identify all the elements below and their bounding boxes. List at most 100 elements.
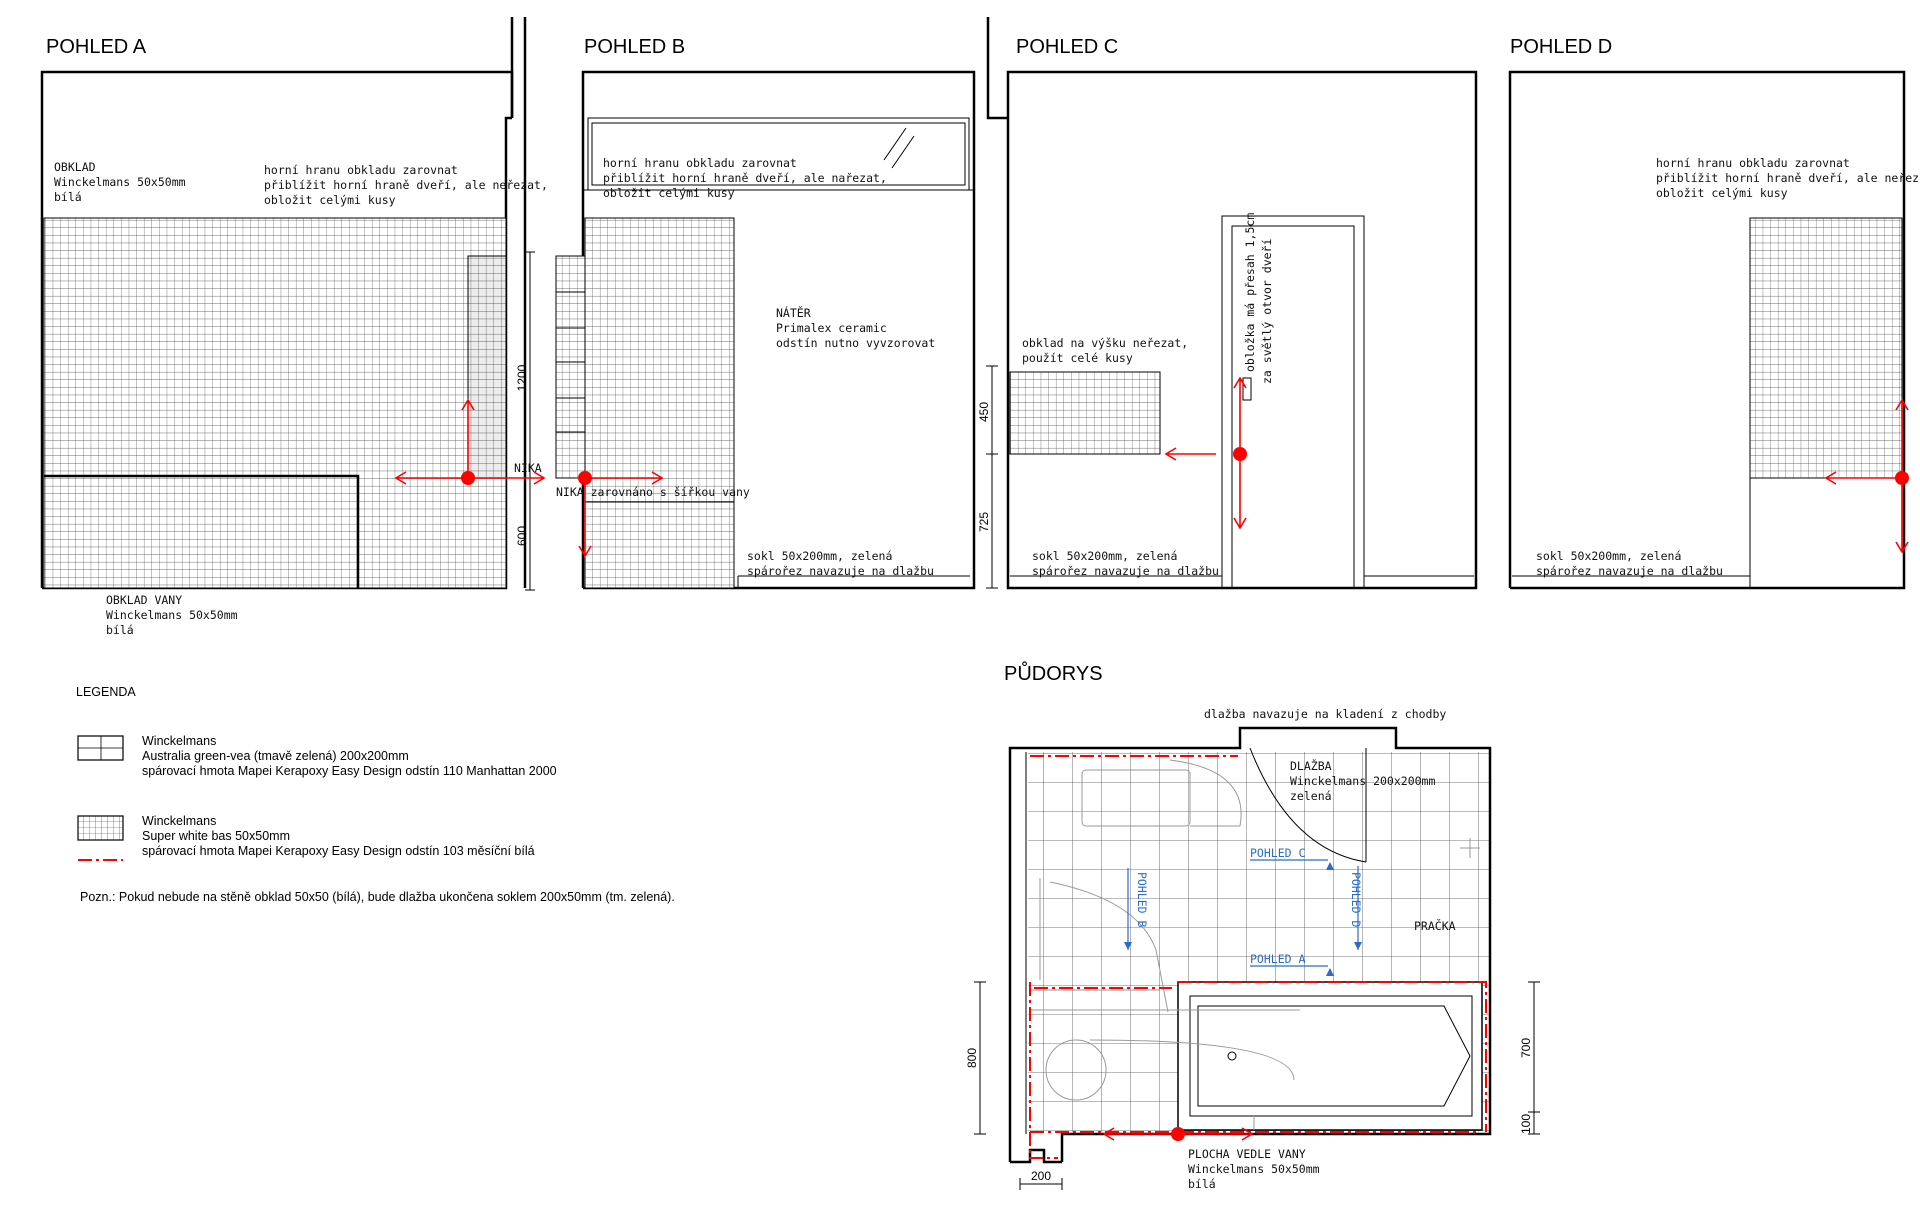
- view-a-wall-tiling: [43, 217, 507, 589]
- view-b: POHLED B horní hranu obkladu zarovnat př…: [555, 36, 976, 590]
- view-d-start-point: [1895, 471, 1909, 485]
- view-a-door-jamb: [510, 17, 527, 588]
- view-b-paint-line-2: Primalex ceramic: [776, 321, 887, 335]
- view-c-base-line-2: spárořez navazuje na dlažbu: [1032, 564, 1219, 578]
- plan-dim-right-line: [1528, 981, 1540, 1135]
- legend-swatch-small-tile: [77, 815, 124, 841]
- view-c-base-line-1: sokl 50x200mm, zelená: [1032, 549, 1177, 563]
- view-a-start-point: [461, 471, 475, 485]
- view-c-wall-tiling: [1009, 371, 1161, 455]
- view-b-base-strip: [737, 575, 970, 588]
- plan-surround-line-3: bílá: [1188, 1177, 1216, 1191]
- plan-washbasin: [1081, 769, 1191, 827]
- view-b-wall-outline: [581, 70, 976, 590]
- legend-swatch-large-tile: [77, 735, 124, 761]
- plan-floor-line-1: DLAŽBA: [1290, 758, 1332, 773]
- view-d-edge-line-2: přiblížit horní hraně dveří, ale neřezat…: [1656, 171, 1920, 185]
- plan-start-arrows: [1102, 1127, 1254, 1141]
- view-c-title: POHLED C: [1016, 36, 1118, 58]
- view-b-niche: [555, 255, 586, 479]
- view-a-dim-upper: 1200: [515, 364, 529, 391]
- view-c-start-arrows: [1164, 376, 1247, 530]
- view-a-cladding-line-1: OBKLAD: [54, 160, 96, 174]
- legend-item-2-line-2: Super white bas 50x50mm: [142, 829, 290, 843]
- plan-marker-lines-horizontal: [1250, 859, 1328, 967]
- view-c-height-line-1: obklad na výšku neřezat,: [1022, 336, 1188, 350]
- view-a-bath-line-2: Winckelmans 50x50mm: [106, 608, 238, 622]
- view-a-edge-line-2: přiblížit horní hraně dveří, ale neřezat…: [264, 178, 548, 192]
- plan-surround-line-1: PLOCHA VEDLE VANY: [1188, 1147, 1306, 1161]
- plan-start-lines: [1029, 755, 1487, 1159]
- plan-shower-arc: [1039, 878, 1169, 1013]
- plan-floor-line-2: Winckelmans 200x200mm: [1290, 774, 1435, 788]
- view-d-wall-outline: [1508, 70, 1906, 590]
- view-a-cladding-line-2: Winckelmans 50x50mm: [54, 175, 186, 189]
- view-c-dim-lower: 725: [977, 512, 991, 532]
- view-b-mirror-glint: [883, 127, 915, 169]
- plan-bathtub-drain: [1227, 1051, 1237, 1061]
- plan-marker-lines-vertical: [1127, 866, 1359, 950]
- view-b-edge-line-2: přiblížit horní hraně dveří, ale nařezat…: [603, 171, 887, 185]
- plan-marker-d: POHLED D: [1349, 872, 1363, 927]
- plan-ghost-lines: [1089, 1009, 1300, 1130]
- plan-dim-bottom: 200: [1031, 1169, 1051, 1183]
- view-c-dim-upper: 450: [977, 402, 991, 422]
- plan-marker-b: POHLED B: [1135, 872, 1149, 927]
- view-d-start-arrows: [1824, 398, 1909, 554]
- plan-door-swing: [1249, 747, 1367, 863]
- legend-item-1-line-1: Winckelmans: [142, 734, 216, 748]
- view-b-start-point: [578, 471, 592, 485]
- legend-item-2-line-1: Winckelmans: [142, 814, 216, 828]
- plan-title: PŮDORYS: [1004, 661, 1103, 685]
- view-d-base-line-2: spárořez navazuje na dlažbu: [1536, 564, 1723, 578]
- view-d-base-line-1: sokl 50x200mm, zelená: [1536, 549, 1681, 563]
- plan-floor-line-3: zelená: [1290, 789, 1332, 803]
- legend: LEGENDA Winckelmans Australia green-vea …: [76, 685, 675, 904]
- view-a-edge-line-3: obložit celými kusy: [264, 193, 396, 207]
- view-b-base-line-1: sokl 50x200mm, zelená: [747, 549, 892, 563]
- legend-footnote: Pozn.: Pokud nebude na stěně obklad 50x5…: [80, 890, 675, 904]
- view-a-dimension-line: [525, 251, 535, 591]
- legend-item-2-line-3: spárovací hmota Mapei Kerapoxy Easy Desi…: [142, 844, 535, 858]
- view-c-door-line-2: za světlý otvor dveří: [1260, 239, 1274, 384]
- view-b-paint-line-1: NÁTĚR: [776, 305, 811, 320]
- view-c-wall-outline: [986, 17, 1478, 590]
- view-b-edge-line-3: obložit celými kusy: [603, 186, 735, 200]
- plan-bathtub-basin: [1197, 1005, 1471, 1107]
- plan-dim-right-lower: 100: [1519, 1114, 1533, 1134]
- view-a-niche-label: NIKA: [514, 461, 542, 475]
- view-c-height-line-2: použít celé kusy: [1022, 351, 1133, 365]
- view-a-edge-line-1: horní hranu obkladu zarovnat: [264, 163, 458, 177]
- view-b-start-arrows: [578, 471, 664, 558]
- view-a-bath-outline: [44, 474, 360, 588]
- view-a-title: POHLED A: [46, 36, 147, 58]
- view-d: POHLED D horní hranu obkladu zarovnat př…: [1508, 36, 1920, 590]
- view-d-wall-tiling: [1749, 217, 1903, 479]
- floor-plan: PŮDORYS dlažba navazuje na kladení z cho…: [965, 661, 1540, 1191]
- plan-marker-c: POHLED C: [1250, 846, 1305, 860]
- plan-start-point: [1171, 1127, 1185, 1141]
- plan-view-markers: POHLED C POHLED B POHLED D POHLED A: [1124, 846, 1363, 976]
- view-b-edge-line-1: horní hranu obkladu zarovnat: [603, 156, 797, 170]
- view-a-bath-line-1: OBKLAD VANY: [106, 593, 182, 607]
- view-d-edge-line-1: horní hranu obkladu zarovnat: [1656, 156, 1850, 170]
- view-b-niche-note: NIKA zarovnáno s šířkou vany: [556, 485, 750, 499]
- plan-dim-right-upper: 700: [1519, 1038, 1533, 1058]
- view-a: POHLED A OBKLAD Winckelmans 50x50mm bílá…: [40, 17, 548, 637]
- plan-washer-hookup: [1460, 838, 1480, 858]
- plan-bathtub: [1177, 981, 1483, 1131]
- legend-item-1-line-3: spárovací hmota Mapei Kerapoxy Easy Desi…: [142, 764, 557, 778]
- plan-dim-bottom-line: [1019, 1178, 1063, 1190]
- view-a-bath-line-3: bílá: [106, 623, 134, 637]
- view-b-base-line-2: spárořez navazuje na dlažbu: [747, 564, 934, 578]
- plan-dim-left-line: [974, 981, 986, 1135]
- plan-cabinet: [1169, 759, 1242, 827]
- plan-corridor-note: dlažba navazuje na kladení z chodby: [1204, 707, 1446, 721]
- view-b-niche-shelves: [556, 291, 585, 433]
- legend-title: LEGENDA: [76, 685, 136, 699]
- plan-dim-left: 800: [965, 1048, 979, 1068]
- legend-item-1-line-2: Australia green-vea (tmavě zelená) 200x2…: [142, 749, 409, 763]
- plan-bathtub-rim: [1189, 995, 1473, 1117]
- view-c-door-handle: [1242, 377, 1252, 401]
